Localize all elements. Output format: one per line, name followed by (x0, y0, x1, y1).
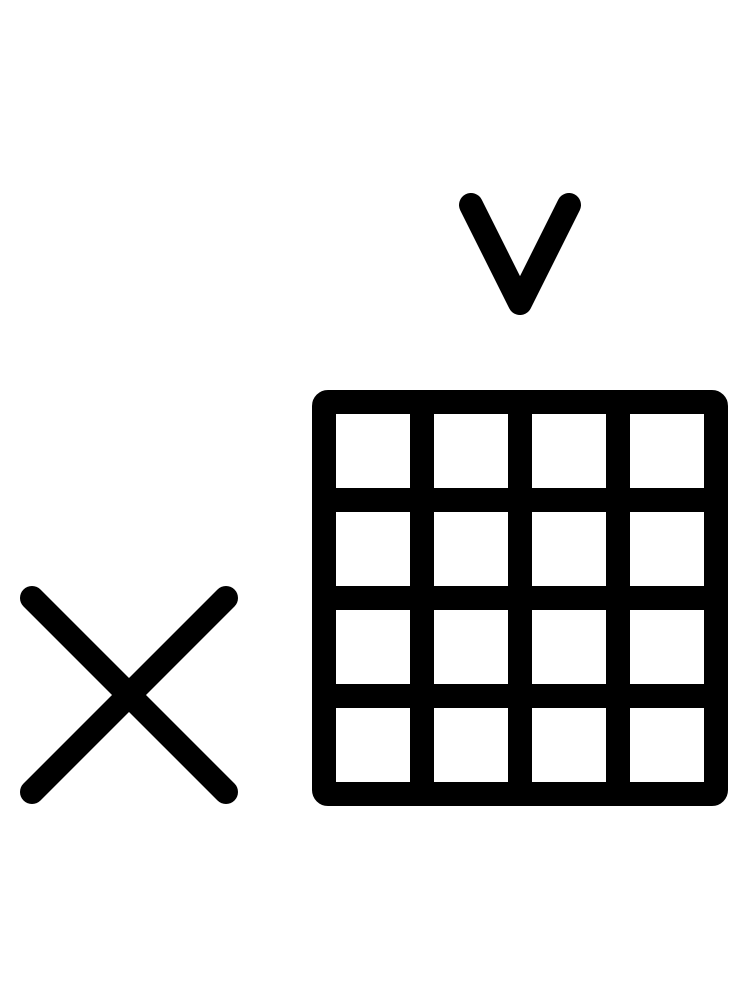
grid-4x4-icon (312, 390, 728, 806)
multiply-x-icon (20, 586, 238, 804)
chevron-stroke (459, 193, 581, 315)
x-stroke-2 (20, 586, 238, 804)
chevron-down-icon (459, 193, 581, 315)
